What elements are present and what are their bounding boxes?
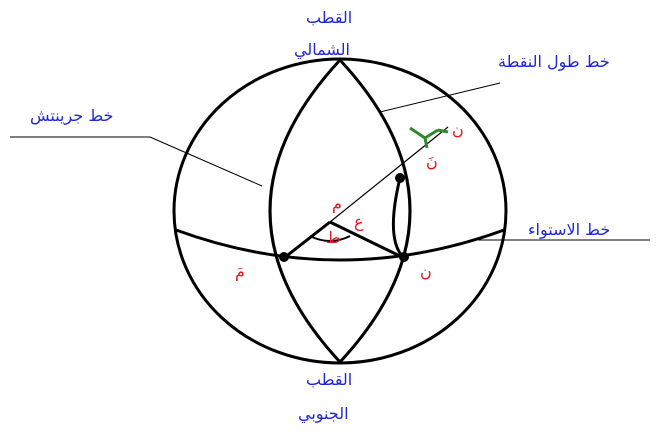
leader-point-meridian [380, 83, 500, 112]
leader-greenwich-2 [150, 137, 262, 186]
point-n-top-prime-label: نَ [426, 152, 438, 171]
green-latitude-mark [410, 128, 448, 148]
point-center-label: م [332, 194, 342, 213]
point-n-right-label: ن [420, 262, 432, 281]
greenwich-meridian [270, 60, 340, 362]
point-left-dot [279, 252, 289, 262]
point-meridian-label: خط طول النقطة [498, 52, 610, 71]
point-ain-label: ع [354, 212, 364, 231]
radius-line [330, 127, 448, 222]
point-ta-label: ط [326, 228, 341, 247]
equator-label: خط الاستواء [528, 220, 610, 239]
point-upper-dot [395, 173, 405, 183]
north-pole-label-2: الشمالي [294, 40, 350, 59]
north-pole-label-1: القطب [306, 8, 352, 27]
angle-arc [393, 178, 404, 258]
greenwich-label: خط جرينتش [30, 106, 113, 125]
point-center-prime-label: مَ [235, 262, 245, 281]
south-pole-label-1: القطب [306, 370, 352, 389]
point-meridian [340, 60, 410, 362]
point-right-dot [399, 252, 409, 262]
south-pole-label-2: الجنوبي [298, 404, 349, 423]
point-n-top-label: ن [452, 120, 464, 139]
